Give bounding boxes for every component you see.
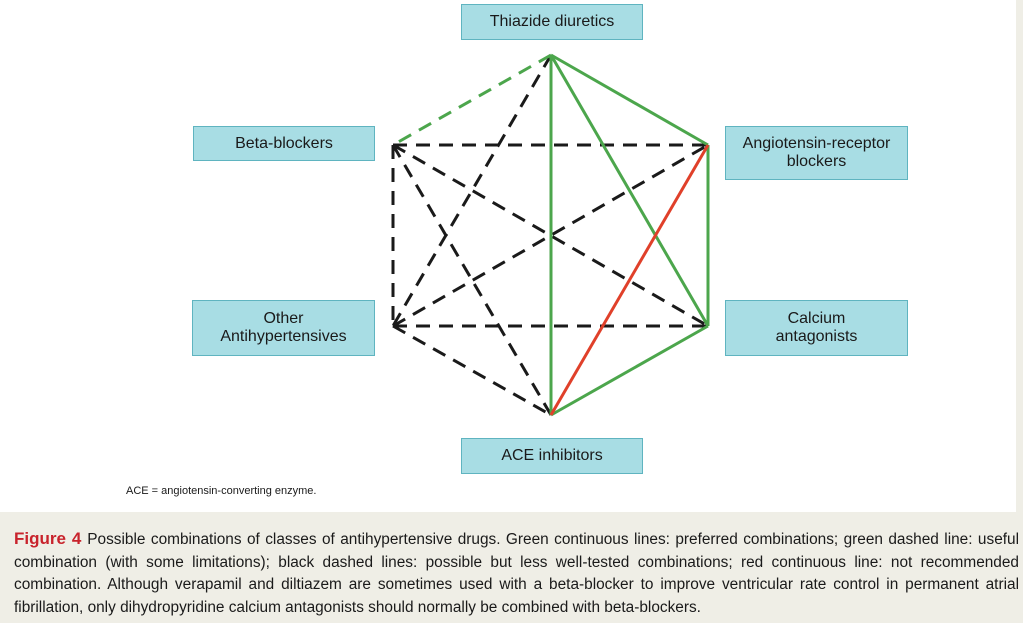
node-other-antihypertensives: Other Antihypertensives bbox=[192, 300, 375, 356]
caption-label: Figure 4 bbox=[14, 529, 82, 548]
combination-line-beta-ace bbox=[391, 144, 553, 416]
combination-line-thiazide-arb bbox=[550, 53, 709, 147]
node-calcium-antagonists: Calcium antagonists bbox=[725, 300, 908, 356]
figure-panel: Thiazide diuretics Beta-blockers Angiote… bbox=[0, 0, 1016, 512]
node-thiazide-diuretics: Thiazide diuretics bbox=[461, 4, 643, 40]
combination-line-calcium-ace bbox=[550, 324, 709, 417]
combination-line-arb-ace bbox=[549, 144, 710, 416]
combination-line-other-ace bbox=[392, 324, 552, 417]
combination-line-other-arb bbox=[392, 143, 709, 328]
node-angiotensin-receptor-blockers: Angiotensin-receptor blockers bbox=[725, 126, 908, 180]
node-ace-inhibitors: ACE inhibitors bbox=[461, 438, 643, 474]
combination-line-thiazide-beta bbox=[392, 53, 552, 147]
combination-line-thiazide-calcium bbox=[549, 54, 710, 327]
combination-line-thiazide-other bbox=[391, 54, 553, 327]
caption-text: Possible combinations of classes of anti… bbox=[14, 531, 1020, 616]
combination-diagram bbox=[391, 53, 710, 417]
combination-line-beta-calcium bbox=[392, 143, 709, 328]
node-beta-blockers: Beta-blockers bbox=[193, 126, 375, 161]
abbreviation-note: ACE = angiotensin-converting enzyme. bbox=[126, 485, 317, 497]
